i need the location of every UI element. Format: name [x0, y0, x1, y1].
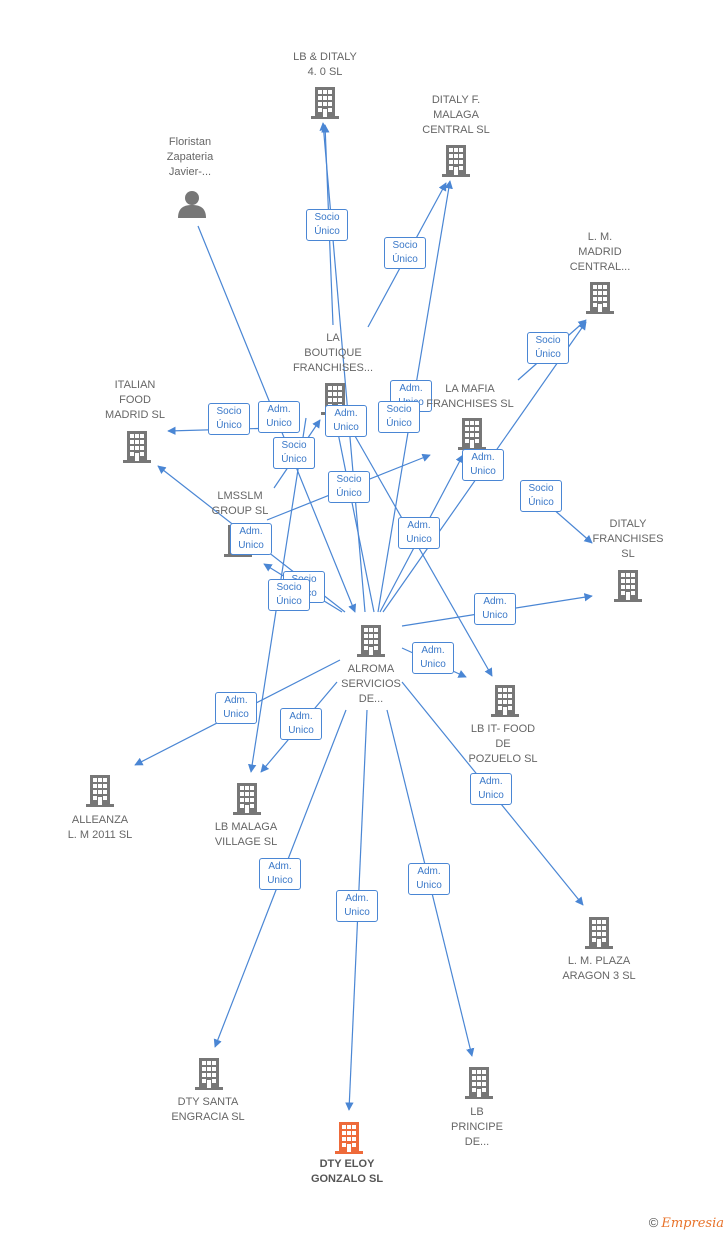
footer-brand: ©Empresia	[649, 1215, 724, 1231]
building-icon-lm_madrid[interactable]	[586, 282, 614, 314]
edge-label-la_boutique-to-lb_it_food[interactable]: Socio Único	[378, 401, 420, 433]
edge-alroma-to-la_boutique	[332, 417, 375, 613]
person-icon-floristan[interactable]	[178, 191, 206, 218]
node-label-alroma[interactable]: ALROMA SERVICIOS DE...	[341, 663, 401, 705]
node-label-la_mafia[interactable]: LA MAFIA FRANCHISES SL	[426, 383, 514, 410]
node-label-alleanza[interactable]: ALLEANZA L. M 2011 SL	[67, 814, 133, 841]
building-icon-lb_ditaly[interactable]	[311, 87, 339, 119]
edge-label-la_boutique-to-lb_ditaly[interactable]: Socio Único	[306, 209, 348, 241]
node-label-la_boutique[interactable]: LA BOUTIQUE FRANCHISES...	[292, 332, 374, 374]
edge-label-alroma-to-dty_eloy[interactable]: Adm. Unico	[336, 890, 378, 922]
edge-label-lmsslm-to-la_mafia[interactable]: Socio Único	[328, 471, 370, 503]
brand-logo: Empresia	[661, 1216, 724, 1231]
node-label-lb_malaga[interactable]: LB MALAGA VILLAGE SL	[214, 821, 278, 848]
node-label-lb_ditaly[interactable]: LB & DITALY 4. 0 SL	[293, 51, 357, 78]
node-label-dty_eloy[interactable]: DTY ELOY GONZALO SL	[310, 1158, 384, 1185]
node-label-lm_madrid[interactable]: L. M. MADRID CENTRAL...	[569, 231, 631, 273]
edge-label-lmsslm-to-la_boutique[interactable]: Socio Único	[273, 437, 315, 469]
edge-label-la_mafia-to-ditaly_franchises[interactable]: Socio Único	[520, 480, 562, 512]
building-icon-lm_plaza[interactable]	[585, 917, 613, 949]
edge-label-floristan-to-alroma[interactable]: Adm. Unico	[258, 401, 300, 433]
building-icon-lb_principe[interactable]	[465, 1067, 493, 1099]
node-label-ditaly_franchises[interactable]: DITALY FRANCHISES SL	[592, 518, 664, 560]
building-icon-la_mafia[interactable]	[458, 418, 486, 450]
edge-label-la_mafia-to-lm_madrid[interactable]: Socio Único	[527, 332, 569, 364]
edge-label-alroma-to-la_mafia[interactable]: Adm. Unico	[398, 517, 440, 549]
edge-label-alroma-to-dty_santa[interactable]: Adm. Unico	[259, 858, 301, 890]
building-icon-lb_malaga[interactable]	[233, 783, 261, 815]
edge-label-la_boutique-to-lb_malaga[interactable]: Socio Único	[268, 579, 310, 611]
edge-label-la_boutique-to-italian_food[interactable]: Socio Único	[208, 403, 250, 435]
node-label-lm_plaza[interactable]: L. M. PLAZA ARAGON 3 SL	[562, 955, 636, 982]
edge-label-alroma-to-lb_it_food[interactable]: Adm. Unico	[412, 642, 454, 674]
node-label-ditaly_malaga[interactable]: DITALY F. MALAGA CENTRAL SL	[422, 94, 490, 136]
building-icon-alroma[interactable]	[357, 625, 385, 657]
edge-label-alroma-to-lb_principe[interactable]: Adm. Unico	[408, 863, 450, 895]
building-icon-ditaly_malaga[interactable]	[442, 145, 470, 177]
node-label-lmsslm[interactable]: LMSSLM GROUP SL	[211, 490, 269, 517]
edge-label-alroma-to-ditaly_franchises[interactable]: Adm. Unico	[474, 593, 516, 625]
building-icon-alleanza[interactable]	[86, 775, 114, 807]
building-icon-italian_food[interactable]	[123, 431, 151, 463]
node-label-lb_principe[interactable]: LB PRINCIPE DE...	[451, 1106, 503, 1148]
edge-label-alroma-to-lb_malaga[interactable]: Adm. Unico	[280, 708, 322, 740]
building-icon-ditaly_franchises[interactable]	[614, 570, 642, 602]
building-icon-dty_eloy[interactable]	[335, 1122, 363, 1154]
edge-label-alroma-to-lm_plaza[interactable]: Adm. Unico	[470, 773, 512, 805]
node-label-italian_food[interactable]: ITALIAN FOOD MADRID SL	[105, 379, 165, 421]
building-icon-lb_it_food[interactable]	[491, 685, 519, 717]
node-label-lb_it_food[interactable]: LB IT- FOOD DE POZUELO SL	[468, 723, 538, 765]
building-icon-dty_santa[interactable]	[195, 1058, 223, 1090]
edge-label-alroma-to-lm_madrid[interactable]: Adm. Unico	[462, 449, 504, 481]
copyright-symbol: ©	[648, 1215, 659, 1230]
edge-label-la_boutique-to-ditaly_malaga[interactable]: Socio Único	[384, 237, 426, 269]
node-label-floristan[interactable]: Floristan Zapateria Javier-...	[166, 136, 214, 178]
edge-label-alroma-to-alleanza[interactable]: Adm. Unico	[215, 692, 257, 724]
edge-label-alroma-to-italian_food[interactable]: Adm. Unico	[230, 523, 272, 555]
edge-label-alroma-to-lb_ditaly[interactable]: Adm. Unico	[325, 405, 367, 437]
edge-la_mafia-to-ditaly_franchises	[551, 507, 593, 544]
node-label-dty_santa[interactable]: DTY SANTA ENGRACIA SL	[171, 1096, 245, 1123]
